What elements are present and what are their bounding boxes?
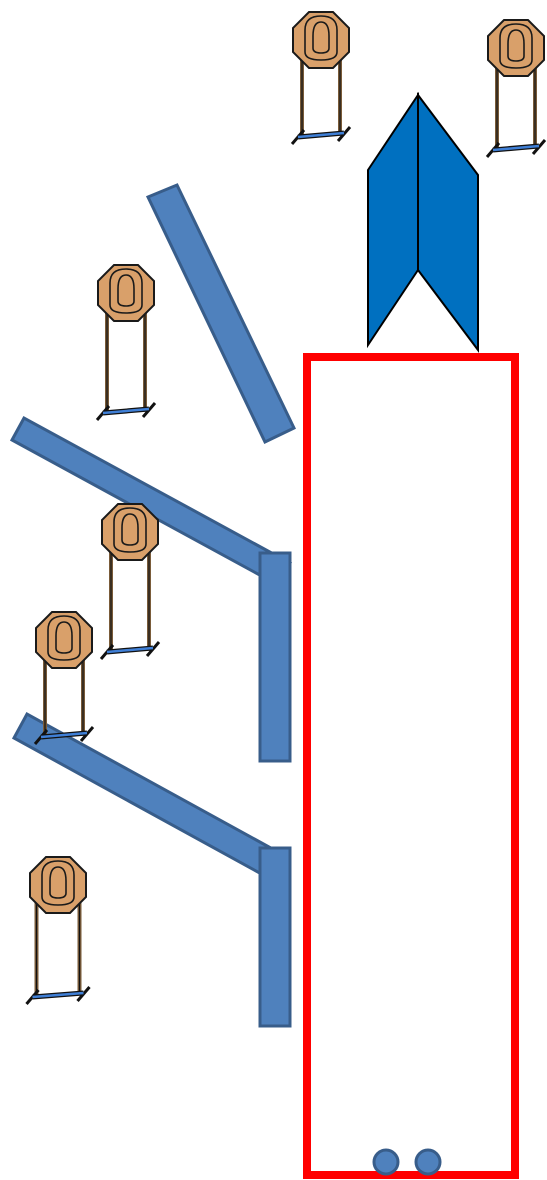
fault-line-wall-icon bbox=[367, 91, 479, 353]
barrier-walls bbox=[9, 183, 297, 1028]
barrier-wall bbox=[258, 846, 292, 1028]
steel-target-icon bbox=[25, 856, 91, 1005]
barrier-wall bbox=[258, 551, 292, 763]
start-position-marker-icon bbox=[372, 1148, 400, 1176]
steel-target-icon bbox=[290, 11, 352, 145]
steel-targets bbox=[25, 11, 547, 1005]
start-position-marker-icon bbox=[414, 1148, 442, 1176]
steel-target-icon bbox=[99, 503, 161, 660]
steel-target-icon bbox=[485, 19, 547, 158]
steel-target-icon bbox=[33, 611, 95, 745]
barrier-wall bbox=[145, 183, 297, 445]
steel-target-icon bbox=[95, 264, 157, 421]
shooting-area-box bbox=[303, 353, 519, 1179]
